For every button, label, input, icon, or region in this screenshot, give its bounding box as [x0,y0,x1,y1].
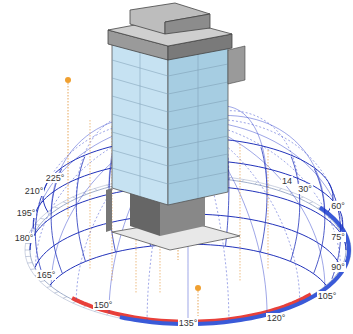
azimuth-label: 210° [24,186,45,196]
azimuth-label: 195° [16,208,37,218]
azimuth-label: 90° [330,262,346,272]
azimuth-label: 30° [297,184,313,194]
azimuth-label: 180° [14,233,35,243]
azimuth-label: 225° [45,173,66,183]
azimuth-label: 105° [317,291,338,301]
azimuth-label: 150° [93,300,114,310]
azimuth-label: 60° [330,201,346,211]
azimuth-label: 135° [178,318,199,328]
azimuth-label: 120° [266,313,287,323]
hour-number: 14 [281,176,293,186]
azimuth-label: 165° [36,270,57,280]
azimuth-label: 75° [330,232,346,242]
building [106,3,245,250]
